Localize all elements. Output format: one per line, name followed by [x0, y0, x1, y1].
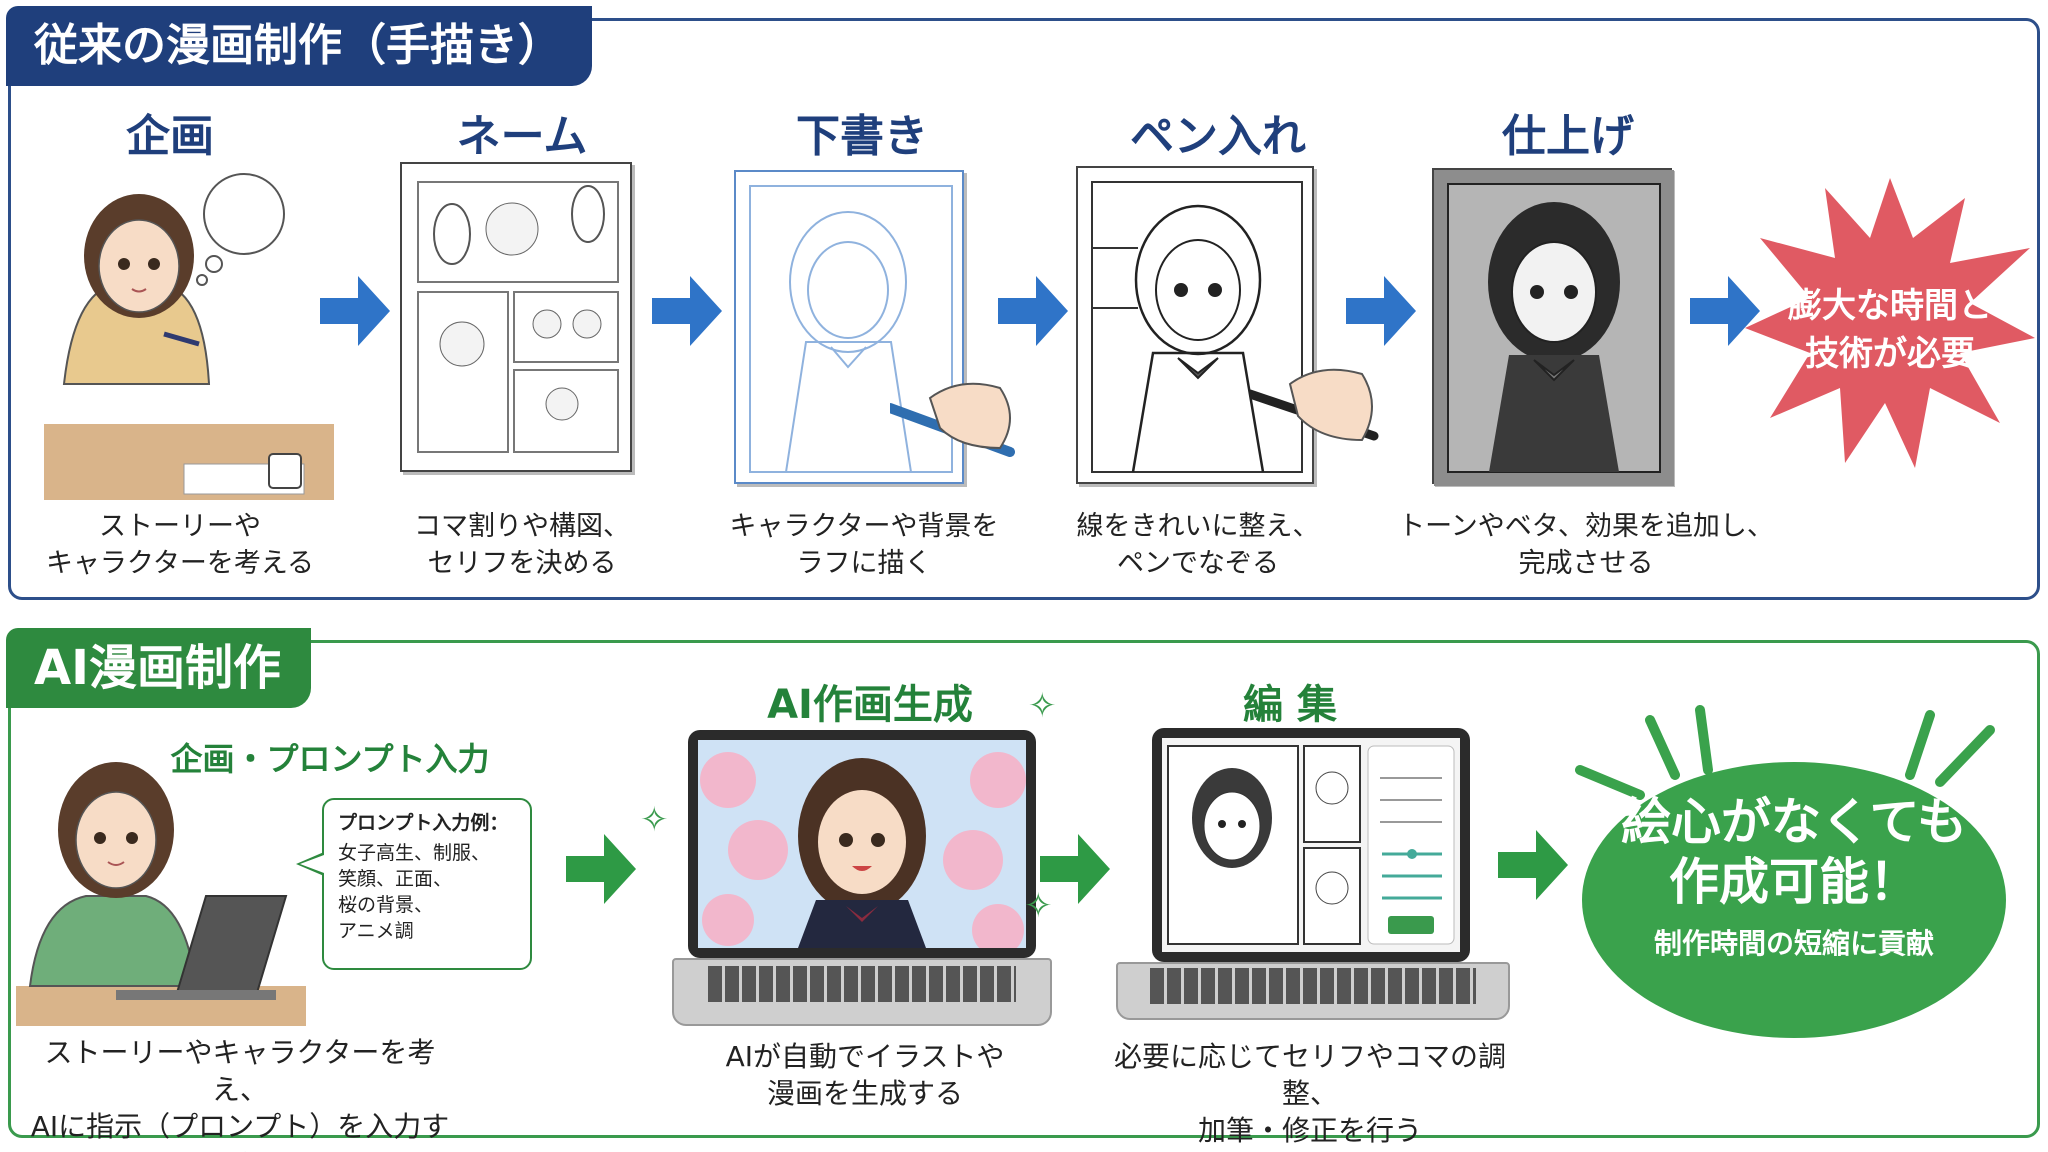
- caption-line: ラフに描く: [796, 548, 932, 579]
- caption-line: ストーリーや: [99, 511, 261, 542]
- keyboard-icon: [708, 966, 1016, 1002]
- burst-line-2: 技術が必要: [1805, 334, 1975, 374]
- planning-girl-illustration: [44, 173, 334, 500]
- caption-ai-generation: AIが自動でイラストや 漫画を生成する: [690, 1038, 1040, 1112]
- caption-name: コマ割りや構図、 セリフを決める: [352, 508, 692, 582]
- result-sub-text: 制作時間の短縮に貢献: [1653, 927, 1934, 960]
- caption-line: 必要に応じてセリフやコマの調整、: [1113, 1040, 1506, 1110]
- rough-sketch-sheet: [734, 170, 964, 484]
- edit-laptop-screen: [1152, 728, 1470, 962]
- prompt-example-line: 女子高生、制服、: [338, 842, 491, 864]
- caption-line: キャラクターや背景を: [729, 511, 999, 542]
- caption-planning: ストーリーや キャラクターを考える: [10, 508, 350, 582]
- caption-line: キャラクターを考える: [45, 548, 315, 579]
- arrow-right-icon: [652, 276, 722, 346]
- pencil-hand-icon: [890, 382, 1015, 457]
- finished-page-sheet: [1432, 168, 1674, 486]
- caption-line: トーンやベタ、効果を追加し、: [1398, 511, 1774, 542]
- prompt-example-title: プロンプト入力例：: [338, 812, 509, 834]
- sparkle-icon: ✧: [640, 800, 669, 840]
- manga-editor-icon: [1162, 738, 1460, 952]
- result-ellipse: [1582, 762, 2006, 1038]
- burst-line-1: 膨大な時間と: [1788, 286, 1992, 326]
- caption-line: 完成させる: [1518, 548, 1654, 579]
- caption-sketch: キャラクターや背景を ラフに描く: [694, 508, 1034, 582]
- inked-girl-icon: [1091, 181, 1303, 473]
- caption-inking: 線をきれいに整え、 ペンでなぞる: [1028, 508, 1368, 582]
- finished-toned-girl-icon: [1434, 170, 1674, 486]
- step-title-ai-generation: AI作画生成: [767, 682, 973, 728]
- pen-hand-icon: [1250, 368, 1379, 442]
- ai-section-tab: AI漫画制作: [6, 628, 312, 708]
- step-title-inking: ペン入れ: [1130, 111, 1306, 162]
- prompt-example-line: アニメ調: [338, 920, 414, 942]
- sparkle-icon: ✧: [1028, 686, 1057, 726]
- arrow-right-green-icon: [1498, 830, 1568, 900]
- inked-drawing-sheet: [1076, 166, 1314, 484]
- sparkle-icon: ✧: [1024, 886, 1053, 926]
- step-title-edit: 編 集: [1243, 682, 1337, 728]
- prompt-example-line: 桜の背景、: [338, 894, 434, 916]
- keyboard-icon: [1150, 968, 1476, 1004]
- result-main-text: 絵心がなくても 作成可能！: [1582, 792, 2006, 912]
- caption-finishing: トーンやベタ、効果を追加し、 完成させる: [1386, 508, 1786, 582]
- prompt-example-bubble: プロンプト入力例： 女子高生、制服、 笑顔、正面、 桜の背景、 アニメ調: [322, 798, 532, 970]
- prompt-example-line: 笑顔、正面、: [338, 868, 453, 890]
- emphasis-lines-icon: [1575, 705, 1995, 800]
- caption-line: 漫画を生成する: [766, 1077, 963, 1110]
- caption-line: ペンでなぞる: [1117, 548, 1279, 579]
- step-title-finishing: 仕上げ: [1502, 111, 1634, 162]
- arrow-right-green-icon: [566, 834, 636, 904]
- caption-line: セリフを決める: [427, 548, 617, 579]
- caption-line: コマ割りや構図、: [414, 511, 630, 542]
- arrow-right-icon: [1346, 276, 1416, 346]
- step-title-planning: 企画: [126, 111, 214, 162]
- bubble-tail-inner: [300, 855, 324, 873]
- arrow-right-icon: [320, 276, 390, 346]
- result-line-1: 絵心がなくても: [1621, 793, 1967, 851]
- ai-laptop-screen: [688, 730, 1036, 958]
- result-line-2: 作成可能！: [1669, 853, 1919, 911]
- prompt-girl-illustration: [16, 762, 306, 1026]
- storyboard-panels-icon: [417, 181, 619, 453]
- generated-anime-girl-icon: [698, 740, 1026, 948]
- step-title-name: ネーム: [456, 111, 588, 162]
- caption-edit: 必要に応じてセリフやコマの調整、 加筆・修正を行う: [1100, 1038, 1520, 1149]
- caption-line: 加筆・修正を行う: [1197, 1114, 1422, 1147]
- step-title-prompt: 企画・プロンプト入力: [170, 740, 490, 778]
- traditional-section-tab: 従来の漫画制作（手描き）: [6, 6, 592, 86]
- arrow-right-icon: [1690, 276, 1760, 346]
- warning-burst-shape: [1745, 178, 2035, 468]
- caption-line: AIに指示（プロンプト）を入力する: [30, 1110, 450, 1152]
- step-title-sketch: 下書き: [796, 111, 928, 162]
- caption-line: AIが自動でイラストや: [725, 1040, 1005, 1073]
- caption-line: 線をきれいに整え、: [1076, 511, 1320, 542]
- name-storyboard-sheet: [400, 162, 632, 472]
- arrow-right-green-icon: [1040, 834, 1110, 904]
- burst-text: 膨大な時間と 技術が必要: [1745, 282, 2035, 378]
- arrow-right-icon: [998, 276, 1068, 346]
- caption-prompt: ストーリーやキャラクターを考え、 AIに指示（プロンプト）を入力する: [20, 1034, 460, 1152]
- caption-line: ストーリーやキャラクターを考え、: [44, 1036, 436, 1106]
